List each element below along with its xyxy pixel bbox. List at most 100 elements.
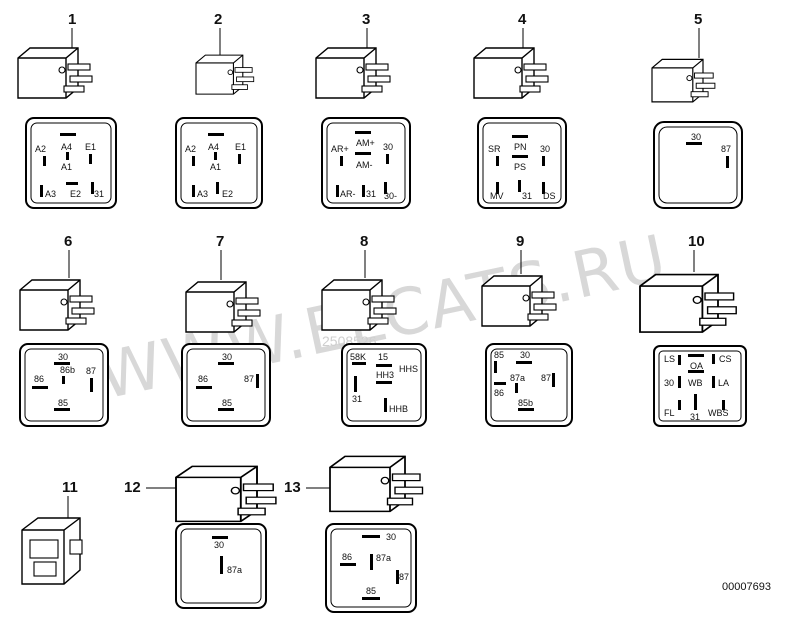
svg-text:86b: 86b bbox=[60, 365, 75, 375]
relay-11: 11 bbox=[21, 479, 83, 585]
relay-4: 4 PN PS SR 30 MV 31 DS bbox=[473, 11, 567, 209]
svg-text:8: 8 bbox=[360, 233, 368, 250]
relay-body-icon bbox=[651, 58, 716, 103]
svg-text:DS: DS bbox=[543, 191, 556, 201]
svg-text:4: 4 bbox=[518, 11, 527, 28]
svg-text:86: 86 bbox=[342, 552, 352, 562]
relay-2: 2 A4 A1 A2 E1 A3 E2 bbox=[175, 11, 263, 209]
svg-text:30: 30 bbox=[540, 144, 550, 154]
svg-text:31: 31 bbox=[352, 394, 362, 404]
svg-text:SR: SR bbox=[488, 144, 501, 154]
svg-text:7: 7 bbox=[216, 233, 224, 250]
svg-text:E1: E1 bbox=[235, 142, 246, 152]
svg-text:PN: PN bbox=[514, 142, 527, 152]
pin-layout-box bbox=[653, 121, 743, 209]
svg-text:30: 30 bbox=[386, 532, 396, 542]
svg-text:87a: 87a bbox=[510, 373, 525, 383]
svg-text:E1: E1 bbox=[85, 142, 96, 152]
svg-text:30: 30 bbox=[383, 142, 393, 152]
svg-text:86: 86 bbox=[34, 374, 44, 384]
svg-text:87: 87 bbox=[244, 374, 254, 384]
svg-text:31: 31 bbox=[690, 412, 700, 422]
svg-text:85: 85 bbox=[366, 586, 376, 596]
svg-text:E2: E2 bbox=[70, 189, 81, 199]
relay-body-icon bbox=[185, 281, 261, 333]
svg-text:30: 30 bbox=[222, 352, 232, 362]
svg-text:86: 86 bbox=[494, 388, 504, 398]
svg-text:PS: PS bbox=[514, 162, 526, 172]
svg-text:31: 31 bbox=[522, 191, 532, 201]
svg-text:A2: A2 bbox=[35, 144, 46, 154]
relay-body-icon bbox=[19, 279, 95, 331]
svg-text:12: 12 bbox=[124, 479, 141, 496]
svg-text:LA: LA bbox=[718, 378, 729, 388]
relay-body-icon bbox=[195, 54, 255, 95]
svg-text:2: 2 bbox=[214, 11, 222, 28]
svg-text:LS: LS bbox=[664, 354, 675, 364]
svg-text:A1: A1 bbox=[210, 162, 221, 172]
svg-text:5: 5 bbox=[694, 11, 702, 28]
svg-text:9: 9 bbox=[516, 233, 524, 250]
svg-text:A2: A2 bbox=[185, 144, 196, 154]
svg-text:30: 30 bbox=[664, 378, 674, 388]
svg-text:85: 85 bbox=[58, 398, 68, 408]
relay-3: 3 AM+ AM- AR+ 30 AR- 31 30- bbox=[315, 11, 411, 209]
svg-text:AM+: AM+ bbox=[356, 138, 375, 148]
svg-text:E2: E2 bbox=[222, 189, 233, 199]
relay-9: 9 85 30 87a 86 87 85b bbox=[481, 233, 573, 427]
svg-text:A1: A1 bbox=[61, 162, 72, 172]
svg-text:15: 15 bbox=[378, 352, 388, 362]
svg-text:AR-: AR- bbox=[340, 189, 356, 199]
svg-text:WB: WB bbox=[688, 378, 703, 388]
svg-text:85b: 85b bbox=[518, 398, 533, 408]
relay-12: 12 30 87a bbox=[124, 465, 277, 609]
svg-text:3: 3 bbox=[362, 11, 370, 28]
svg-text:HHB: HHB bbox=[389, 404, 408, 414]
relay-body-icon bbox=[639, 273, 738, 334]
svg-text:A3: A3 bbox=[45, 189, 56, 199]
pin-layout-box bbox=[19, 343, 109, 427]
relay-body-icon bbox=[175, 465, 277, 523]
relay-body-icon bbox=[315, 47, 391, 99]
svg-text:87: 87 bbox=[541, 373, 551, 383]
svg-text:87: 87 bbox=[721, 144, 731, 154]
svg-text:HHS: HHS bbox=[399, 364, 418, 374]
svg-text:OA: OA bbox=[690, 361, 703, 371]
relay-1: 1 A4 A1 A2 E1 A3 E2 31 bbox=[17, 11, 117, 209]
svg-text:AM-: AM- bbox=[356, 160, 373, 170]
svg-text:85: 85 bbox=[494, 350, 504, 360]
svg-text:10: 10 bbox=[688, 233, 705, 250]
pin-layout-box bbox=[321, 117, 411, 209]
relay-body-icon bbox=[473, 47, 549, 99]
svg-text:30-: 30- bbox=[384, 191, 397, 201]
pin-layout-box bbox=[485, 343, 573, 427]
svg-text:85: 85 bbox=[222, 398, 232, 408]
svg-text:58K: 58K bbox=[350, 352, 366, 362]
svg-text:30: 30 bbox=[58, 352, 68, 362]
relay-6: 6 30 86b 86 87 85 bbox=[19, 233, 109, 427]
svg-text:86: 86 bbox=[198, 374, 208, 384]
svg-text:30: 30 bbox=[214, 540, 224, 550]
svg-text:87: 87 bbox=[86, 366, 96, 376]
svg-text:11: 11 bbox=[62, 479, 78, 496]
relay-body-icon bbox=[329, 455, 424, 513]
pin-layout-box bbox=[181, 343, 271, 427]
relay-10: 10 LS OA CS 30 WB LA FL 31 WBS bbox=[639, 233, 747, 427]
svg-text:31: 31 bbox=[366, 189, 376, 199]
svg-text:87: 87 bbox=[399, 572, 409, 582]
svg-text:31: 31 bbox=[94, 189, 104, 199]
relay-socket-icon bbox=[21, 517, 83, 585]
relay-body-icon bbox=[17, 47, 93, 99]
svg-text:6: 6 bbox=[64, 233, 72, 250]
svg-text:WBS: WBS bbox=[708, 408, 729, 418]
svg-text:HH3: HH3 bbox=[376, 370, 394, 380]
svg-text:30: 30 bbox=[520, 350, 530, 360]
relay-13: 13 30 86 87a 87 85 bbox=[284, 455, 424, 613]
svg-text:87a: 87a bbox=[376, 553, 391, 563]
svg-text:87a: 87a bbox=[227, 565, 242, 575]
svg-text:AR+: AR+ bbox=[331, 144, 349, 154]
svg-text:FL: FL bbox=[664, 408, 675, 418]
svg-text:A3: A3 bbox=[197, 189, 208, 199]
svg-text:30: 30 bbox=[691, 132, 701, 142]
